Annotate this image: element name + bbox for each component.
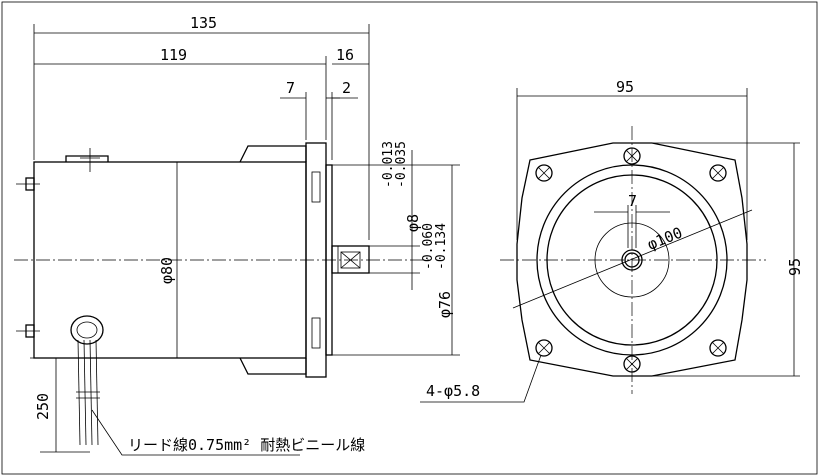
mounting-hole-right-top [709,164,727,182]
dim-key-width: 7 [628,192,637,210]
dim-shaft-length: 16 [336,46,354,64]
dim-shaft-tol-lower: -0.035 [394,141,409,188]
front-flange [516,142,748,377]
lead-wire [77,339,81,446]
dim-body-diameter: φ80 [158,257,176,284]
dim-flange-thickness: 7 [286,79,295,97]
dim-pilot-tol-lower: -0.134 [434,223,449,270]
dim-pilot-diameter: φ76 [436,291,454,318]
note-mounting-holes: 4-φ5.8 [426,382,480,400]
note-lead-wire: リード線0.75mm² 耐熱ビニール線 [128,436,365,454]
dim-front-width: 95 [616,78,634,96]
mounting-hole-left-bottom [535,339,553,357]
dim-shaft-diameter: φ8 [404,214,422,232]
mounting-hole-left-top [535,164,553,182]
lead-grommet [70,315,104,345]
top-boss [65,155,109,162]
mounting-hole-bottom [623,355,641,373]
mounting-hole-top [623,147,641,165]
side-view: 135 119 16 7 2 φ80 φ8 -0.013 -0.035 φ76 … [14,14,460,456]
dim-lead-length: 250 [34,393,52,420]
dim-overall-length: 135 [190,14,217,32]
mounting-hole-right-bottom [709,339,727,357]
dim-body-length: 119 [160,46,187,64]
dim-shaft-tol-upper: -0.013 [381,141,396,188]
dim-front-height: 95 [786,258,804,276]
dim-pilot-thickness: 2 [342,79,351,97]
dim-pilot-tol-upper: -0.060 [421,223,436,270]
front-view: 95 95 φ100 7 4-φ5.8 [420,78,804,403]
shaft [331,245,370,274]
